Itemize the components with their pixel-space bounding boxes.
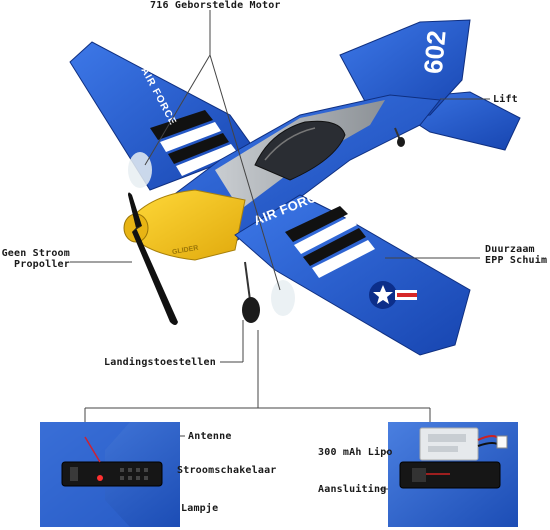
landing-gear (242, 127, 405, 323)
inset-switch-panel (40, 422, 180, 527)
right-motor-prop (271, 280, 295, 316)
roundel (369, 281, 417, 309)
label-foam-line2: EPP Schuim (485, 255, 548, 266)
label-connector: Aansluiting (318, 484, 387, 495)
label-foam-line1: Duurzaam (485, 244, 535, 255)
label-landing-gear: Landingstoestellen (104, 357, 216, 368)
label-antenna: Antenne (188, 431, 232, 442)
canopy (254, 120, 346, 181)
propeller (128, 192, 178, 325)
label-motor: 716 Geborstelde Motor (150, 0, 281, 11)
inset-battery-panel (388, 422, 518, 527)
left-motor-prop (128, 152, 152, 188)
label-propeller-line1: Geen Stroom (1, 248, 70, 259)
label-propeller: Geen Stroom Propoller (0, 248, 70, 270)
airplane: 602 AIR FORCE AIR FORCE GLIDER (69, 19, 521, 356)
nose-marking: GLIDER (172, 245, 199, 256)
label-foam: Duurzaam EPP Schuim (485, 244, 547, 266)
tail-number: 602 (418, 29, 452, 75)
label-propeller-line2: Propoller (14, 259, 70, 270)
indicator-lamp (97, 475, 103, 481)
label-lamp: Lampje (181, 503, 219, 514)
label-lift: Lift (493, 94, 518, 105)
label-power-switch: Stroomschakelaar (177, 465, 277, 476)
right-wing-stripes (285, 206, 348, 242)
lipo-battery (419, 427, 479, 461)
left-wing-stripes (150, 110, 213, 140)
label-battery: 300 mAh Lipo (318, 447, 393, 458)
